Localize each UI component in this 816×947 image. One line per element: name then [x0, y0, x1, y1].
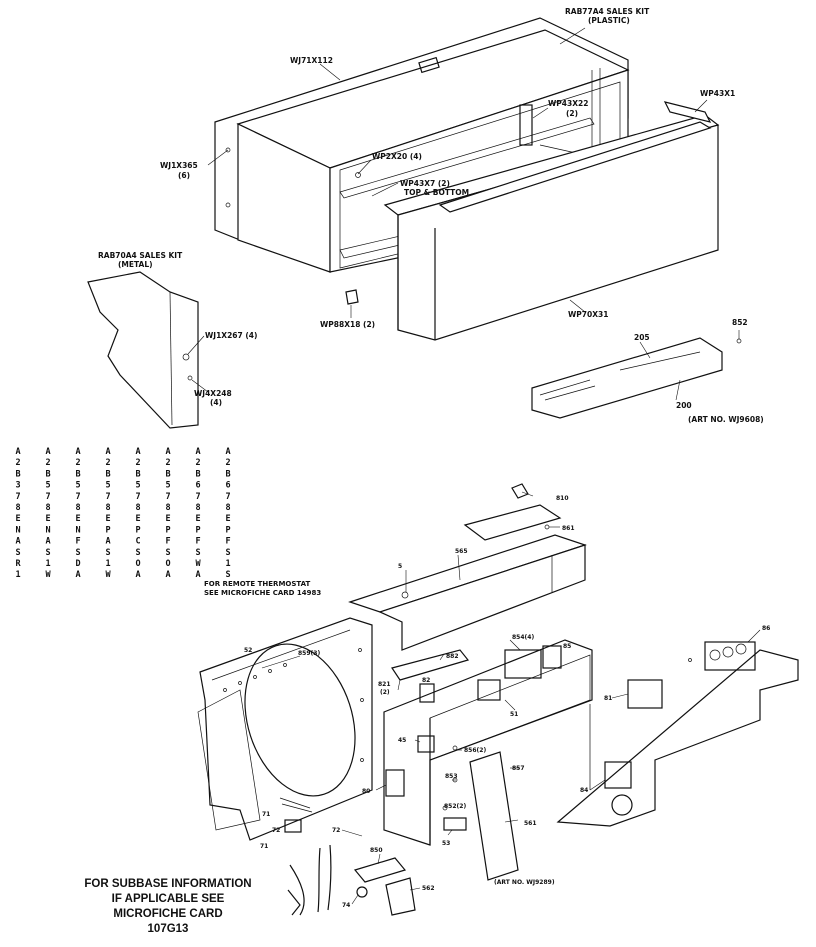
fan-shroud [197, 617, 373, 841]
callout-810: 810 [556, 495, 569, 502]
cover-plate-810 [463, 483, 562, 541]
clip-wp88x18 [345, 289, 359, 305]
subbase-note-line1: FOR SUBBASE INFORMATION [84, 878, 251, 890]
callout-art-no-1: (ART NO. WJ9608) [688, 415, 764, 424]
callout-sales-kit-metal: RAB70A4 SALES KIT [98, 251, 183, 260]
callout-wp88x18: WP88X18 (2) [320, 320, 375, 329]
callout-wj4x248-qty: (4) [210, 398, 222, 407]
callout-wp43x22-qty: (2) [566, 109, 578, 118]
callout-850: 850 [370, 847, 383, 854]
callout-top-bottom: TOP & BOTTOM [404, 188, 469, 197]
callout-857: 857 [512, 765, 525, 772]
callout-wj71x112: WJ71X112 [290, 56, 333, 65]
callout-71b: 71 [260, 843, 268, 850]
top-cover-panel [348, 534, 587, 651]
callout-852b: 852(2) [444, 803, 466, 810]
remote-thermostat-note: FOR REMOTE THERMOSTAT SEE MICROFICHE CAR… [204, 580, 321, 597]
callout-45: 45 [398, 737, 406, 744]
leader-lines [187, 27, 761, 905]
callout-wp2x20: WP2X20 (4) [372, 152, 422, 161]
callout-sales-kit-metal-note: (METAL) [118, 260, 153, 269]
subbase-note-line2: IF APPLICABLE SEE [112, 893, 225, 905]
callout-565: 565 [455, 548, 468, 555]
callout-562: 562 [422, 885, 435, 892]
callout-882: 882 [446, 653, 459, 660]
callout-854: 854(4) [512, 634, 534, 641]
callout-wj4x248: WJ4X248 [194, 389, 232, 398]
callout-5: 5 [398, 563, 402, 570]
callout-74: 74 [342, 902, 350, 909]
callout-81: 81 [604, 695, 612, 702]
subbase-note: FOR SUBBASE INFORMATION IF APPLICABLE SE… [84, 878, 251, 935]
subbase-note-line4: 107G13 [148, 923, 189, 935]
capacitor-bracket-53 [443, 817, 467, 831]
wiring-harness [279, 797, 416, 916]
terminal-block-86 [704, 641, 756, 671]
control-mounting-plate [531, 330, 742, 419]
callout-wp43x22: WP43X22 [548, 99, 588, 108]
callout-wp43x7: WP43X7 (2) [400, 179, 450, 188]
callout-art-no-2: (ART NO. WJ9289) [494, 879, 555, 886]
callout-856: 856(2) [464, 747, 486, 754]
callout-71: 71 [262, 811, 270, 818]
compressor-base [556, 641, 799, 827]
callout-86: 86 [762, 625, 770, 632]
callout-51: 51 [510, 711, 518, 718]
callout-859: 859(3) [298, 650, 320, 657]
callout-labels: RAB77A4 SALES KIT (PLASTIC) WJ71X112 WP4… [98, 7, 770, 909]
callout-821: 821 [378, 681, 391, 688]
callout-80: 80 [362, 788, 370, 795]
callout-200: 200 [676, 401, 692, 410]
remote-note-line2: SEE MICROFICHE CARD 14983 [204, 589, 321, 597]
callout-wp43x1: WP43X1 [700, 89, 735, 98]
callout-861: 861 [562, 525, 575, 532]
callout-53: 53 [442, 840, 450, 847]
callout-sales-kit-plastic-note: (PLASTIC) [588, 16, 630, 25]
callout-85: 85 [563, 643, 571, 650]
callout-852: 852 [732, 318, 748, 327]
subbase-note-line3: MICROFICHE CARD [113, 908, 222, 920]
callout-73: 72 [332, 827, 340, 834]
callout-wj1x365-qty: (6) [178, 171, 190, 180]
sales-kit-metal [87, 271, 199, 429]
remote-note-line1: FOR REMOTE THERMOSTAT [204, 580, 311, 588]
callout-72: 72 [272, 827, 280, 834]
callout-84: 84 [580, 787, 588, 794]
callout-sales-kit-plastic: RAB77A4 SALES KIT [565, 7, 650, 16]
callout-853: 853 [445, 773, 458, 780]
callout-wj1x267: WJ1X267 (4) [205, 331, 257, 340]
shroud-screw-holes [223, 648, 364, 762]
callout-561: 561 [524, 820, 537, 827]
callout-wp70x31: WP70X31 [568, 310, 608, 319]
front-panel [383, 101, 720, 341]
callout-205: 205 [634, 333, 650, 342]
callout-821-qty: (2) [380, 689, 390, 696]
callout-82: 82 [422, 677, 430, 684]
access-panel-561 [469, 751, 519, 881]
callout-wj1x365: WJ1X365 [160, 161, 198, 170]
callout-52: 52 [244, 647, 252, 654]
